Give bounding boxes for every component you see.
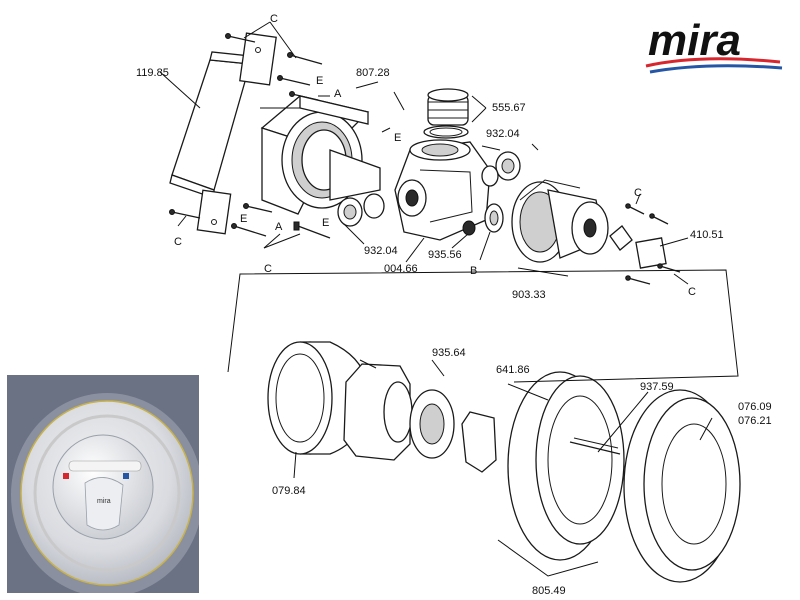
backplate-housing <box>260 95 381 215</box>
label-e-top: E <box>316 75 323 87</box>
label-b: B <box>470 265 477 277</box>
label-e-mid: E <box>394 132 401 144</box>
logo-red-swoosh <box>645 57 781 68</box>
part-807-28: 807.28 <box>356 67 390 79</box>
bezel-assembly <box>343 363 497 473</box>
label-c-right-top: C <box>634 187 642 199</box>
inlet-fittings <box>337 151 521 227</box>
label-c-left: C <box>174 236 182 248</box>
group-outline <box>227 269 739 383</box>
label-a-bottom: A <box>275 221 283 233</box>
part-119-85: 119.85 <box>136 67 169 79</box>
mounting-frame <box>169 32 277 235</box>
part-641-86: 641.86 <box>496 364 530 376</box>
screws-c-bottom <box>169 203 331 239</box>
top-union <box>423 88 469 139</box>
label-c-top: C <box>270 13 278 25</box>
callout-labels: C E A E C E A E C C C B 119.85 807.28 55… <box>136 13 772 597</box>
part-555-67: 555.67 <box>492 102 526 114</box>
label-e-bottom: E <box>322 217 329 229</box>
part-903-33: 903.33 <box>512 289 546 301</box>
part-932-04-bottom: 932.04 <box>364 245 398 257</box>
part-076-09: 076.09 <box>738 401 772 413</box>
product-photo: mira <box>7 375 199 593</box>
part-935-56: 935.56 <box>428 249 462 261</box>
valve-body <box>394 139 491 241</box>
shower-dial-photo-icon: mira <box>7 375 199 593</box>
thermostatic-cartridge <box>511 179 609 263</box>
part-805-49: 805.49 <box>532 585 566 597</box>
concealing-ring <box>507 371 625 561</box>
brand-name: mira <box>648 16 741 65</box>
front-cover <box>623 389 741 583</box>
logo-blue-swoosh <box>649 64 783 74</box>
part-004-66: 004.66 <box>384 263 418 275</box>
shroud <box>267 341 369 455</box>
leader-lines <box>159 21 713 577</box>
part-935-64: 935.64 <box>432 347 466 359</box>
photo-brand: mira <box>97 498 111 505</box>
part-079-84: 079.84 <box>272 485 306 497</box>
filter-and-seal <box>462 203 504 236</box>
label-c-bottom: C <box>264 263 272 275</box>
label-e-left: E <box>240 213 247 225</box>
label-c-right-bottom: C <box>688 286 696 298</box>
part-932-04-top: 932.04 <box>486 128 520 140</box>
mira-logo: mira <box>645 16 783 74</box>
part-410-51: 410.51 <box>690 229 724 241</box>
part-937-59: 937.59 <box>640 381 674 393</box>
label-a-top: A <box>334 88 342 100</box>
part-076-21: 076.21 <box>738 415 772 427</box>
retaining-clip <box>609 203 681 285</box>
